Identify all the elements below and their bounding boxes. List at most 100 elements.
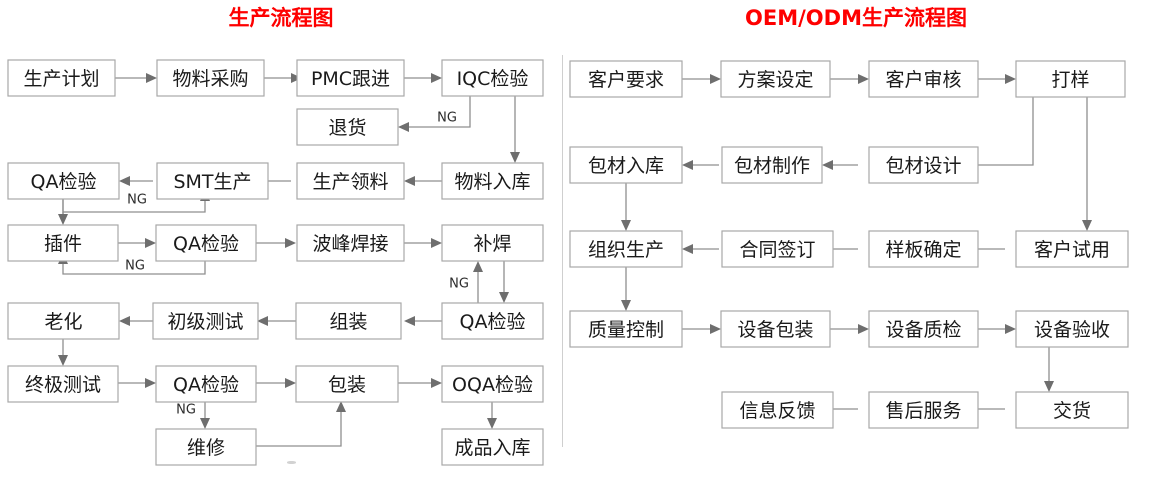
ng-label-iqc: NG: [437, 111, 457, 126]
node-r14[interactable]: 设备质检: [868, 310, 979, 348]
left-panel-title: 生产流程图: [228, 6, 334, 30]
arrowhead-l12-l13: [431, 238, 442, 248]
node-r9[interactable]: 合同签订: [721, 230, 834, 268]
node-l21[interactable]: OQA检验: [441, 365, 544, 403]
node-r15-label: 设备验收: [1034, 319, 1110, 341]
node-r1[interactable]: 客户要求: [569, 60, 683, 98]
node-l5[interactable]: 退货: [296, 108, 399, 146]
node-l10[interactable]: 插件: [7, 224, 119, 262]
node-r17[interactable]: 售后服务: [868, 391, 979, 429]
production-flowchart-panel: 生产流程图: [0, 0, 562, 478]
node-l8-label: 生产领料: [312, 171, 388, 193]
arrowhead-l7-l6: [119, 176, 130, 186]
node-l18-label: 终极测试: [25, 374, 101, 396]
node-l11[interactable]: QA检验: [155, 224, 257, 262]
node-l6-label: QA检验: [31, 171, 97, 193]
node-r18[interactable]: 交货: [1015, 391, 1129, 429]
arrowhead-l17-l13-ng: [473, 261, 483, 272]
right-edges: [621, 74, 1092, 414]
node-l13[interactable]: 补焊: [441, 224, 544, 262]
node-l2-label: 物料采购: [172, 68, 248, 90]
node-l23[interactable]: 成品入库: [441, 428, 544, 466]
node-l6[interactable]: QA检验: [7, 162, 120, 200]
arrowhead-r5-r8: [621, 220, 631, 231]
right-panel-title: OEM/ODM生产流程图: [745, 6, 967, 30]
node-r6[interactable]: 包材制作: [721, 146, 823, 184]
arrowhead-l9-l8: [404, 176, 415, 186]
arrowhead-r12-r13: [710, 324, 721, 334]
ng-label-weixiu: NG: [176, 403, 196, 418]
node-l12[interactable]: 波峰焊接: [296, 224, 405, 262]
node-r16[interactable]: 信息反馈: [721, 391, 834, 429]
arrowhead-l15-l14: [119, 316, 130, 326]
node-l16[interactable]: 组装: [295, 302, 402, 340]
arrowhead-l16-l15: [257, 316, 268, 326]
node-l14-label: 老化: [44, 311, 82, 333]
node-r5[interactable]: 包材入库: [569, 146, 683, 184]
node-l17[interactable]: QA检验: [441, 302, 544, 340]
arrowhead-l21-l23: [487, 418, 497, 429]
panel-divider: [562, 55, 563, 447]
node-l18[interactable]: 终极测试: [7, 365, 119, 403]
arrowhead-l17-l16: [404, 316, 415, 326]
node-r15[interactable]: 设备验收: [1015, 310, 1129, 348]
node-l7[interactable]: SMT生产: [156, 162, 269, 200]
node-l2[interactable]: 物料采购: [156, 59, 265, 97]
node-l4[interactable]: IQC检验: [441, 59, 544, 97]
node-l19[interactable]: QA检验: [155, 365, 257, 403]
arrowhead-r1-r2: [710, 74, 721, 84]
node-l17-label: QA检验: [460, 311, 526, 333]
node-r3-label: 客户审核: [885, 69, 961, 91]
node-r10[interactable]: 样板确定: [868, 230, 979, 268]
node-r2[interactable]: 方案设定: [720, 60, 831, 98]
node-r8-label: 组织生产: [588, 239, 664, 261]
node-l11-label: QA检验: [173, 233, 239, 255]
node-l9[interactable]: 物料入库: [441, 162, 544, 200]
node-l8[interactable]: 生产领料: [296, 162, 405, 200]
node-l13-label: 补焊: [473, 233, 511, 255]
scan-artifact: [287, 461, 296, 464]
arrowhead-l18-l19: [145, 378, 156, 388]
node-r3[interactable]: 客户审核: [868, 60, 979, 98]
node-r8[interactable]: 组织生产: [569, 230, 683, 268]
arrowhead-r4-r11: [1082, 220, 1092, 231]
node-r12[interactable]: 质量控制: [569, 310, 683, 348]
ng-label-chajian: NG: [125, 259, 145, 274]
node-l16-label: 组装: [329, 311, 367, 333]
oem-odm-flowchart-panel: OEM/ODM生产流程图: [562, 0, 1150, 478]
arrowhead-l3-l4: [431, 73, 442, 83]
arrowhead-r3-r4: [1005, 74, 1016, 84]
node-l20[interactable]: 包装: [295, 365, 399, 403]
node-r13[interactable]: 设备包装: [720, 310, 831, 348]
node-l22[interactable]: 维修: [155, 428, 257, 466]
node-r17-label: 售后服务: [885, 400, 961, 422]
node-r4-label: 打样: [1051, 69, 1089, 91]
arrowhead-l10-l11: [145, 238, 156, 248]
node-r6-label: 包材制作: [734, 155, 810, 177]
node-l20-label: 包装: [328, 374, 366, 396]
left-flowchart-svg: NG NG NG NG NG 生产计划 物料采购 PMC跟进 IQC检验: [7, 59, 544, 466]
node-r9-label: 合同签订: [739, 239, 815, 261]
node-l4-label: IQC检验: [457, 68, 529, 90]
node-r12-label: 质量控制: [588, 319, 664, 341]
arrowhead-r9-r8: [682, 244, 693, 254]
arrowhead-l4-l9: [510, 152, 520, 163]
node-r4[interactable]: 打样: [1015, 60, 1126, 98]
node-l3[interactable]: PMC跟进: [296, 59, 405, 97]
arrowhead-r2-r3: [858, 74, 869, 84]
arrowhead-l4-l5: [398, 122, 409, 132]
edge-l4-l5-ng: [409, 96, 471, 128]
ng-label-buhan: NG: [449, 277, 469, 292]
arrowhead-r8-r12: [621, 300, 631, 311]
arrowhead-l20-l21: [431, 378, 442, 388]
node-r11[interactable]: 客户试用: [1015, 230, 1129, 268]
node-l9-label: 物料入库: [454, 171, 530, 193]
node-l5-label: 退货: [328, 117, 366, 139]
node-r11-label: 客户试用: [1034, 239, 1110, 261]
node-l14[interactable]: 老化: [7, 302, 120, 340]
node-r7[interactable]: 包材设计: [868, 146, 979, 184]
node-l1[interactable]: 生产计划: [7, 59, 116, 97]
node-l15[interactable]: 初级测试: [152, 302, 259, 340]
node-l15-label: 初级测试: [167, 311, 243, 333]
